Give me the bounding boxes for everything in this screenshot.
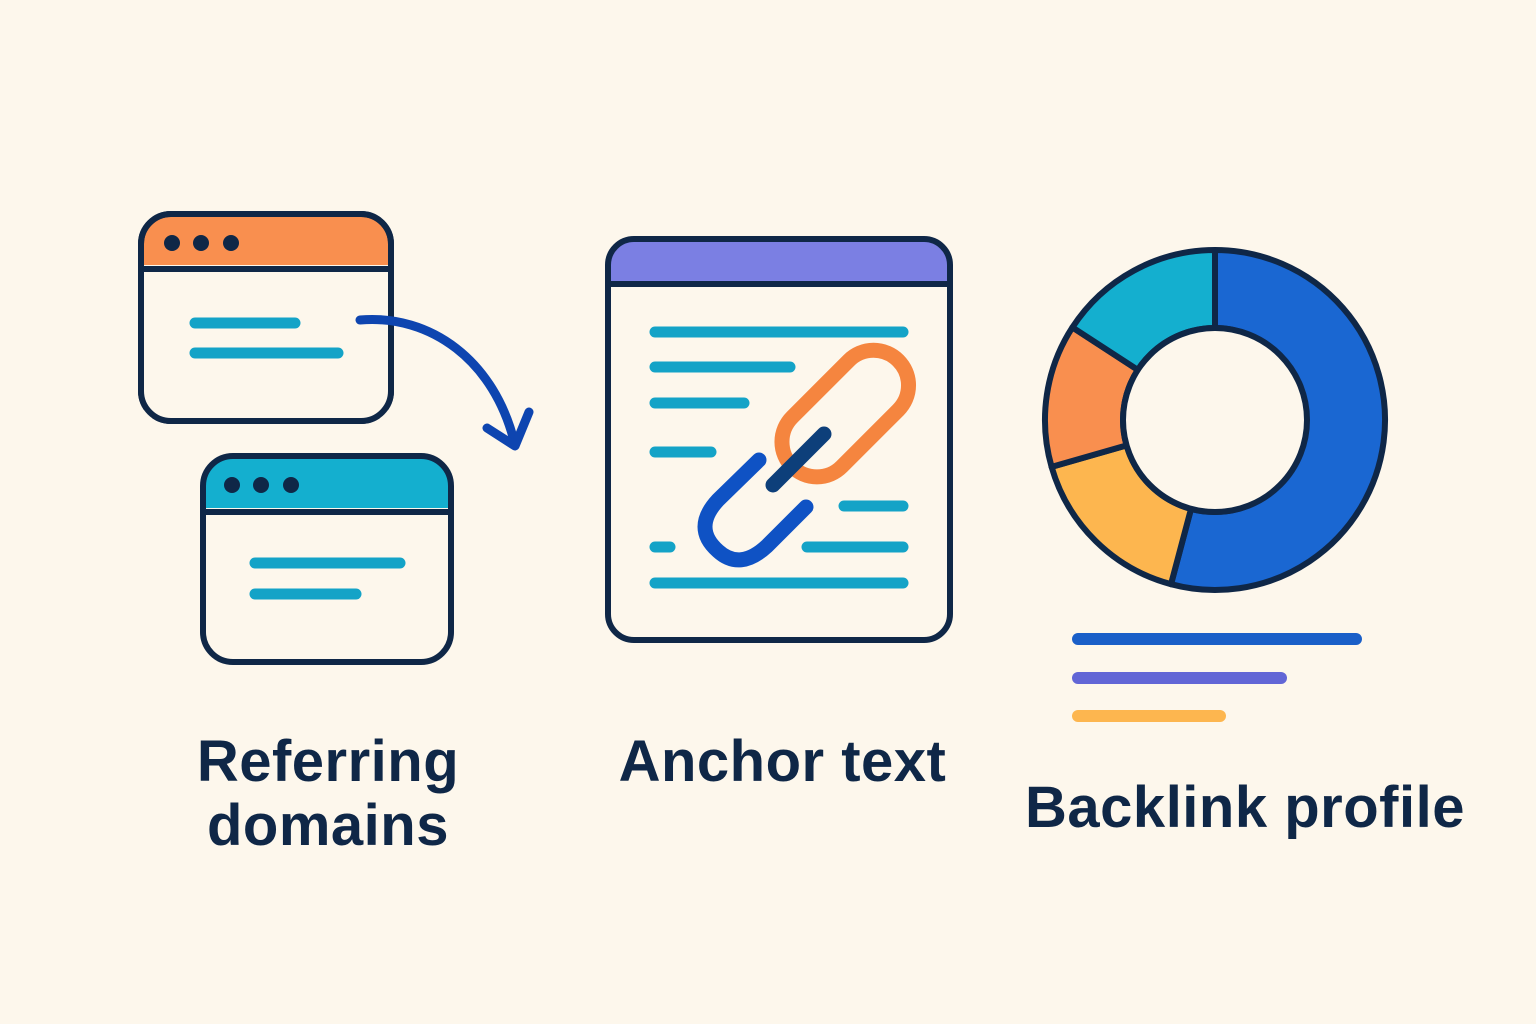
browser-window-teal-icon [200, 453, 454, 665]
referring-domains-label-line1: Referring [196, 729, 460, 794]
window-dot-icon [164, 235, 180, 251]
window-dot-icon [224, 477, 240, 493]
referring-domains-label-line2: domains [207, 793, 449, 858]
window-dot-icon [193, 235, 209, 251]
referring-domains-label: Referring domains [168, 730, 488, 858]
window-dot-icon [253, 477, 269, 493]
document-window-icon [605, 236, 953, 643]
window-dot-icon [223, 235, 239, 251]
legend-bars [1072, 633, 1362, 722]
window-dot-icon [283, 477, 299, 493]
backlink-profile-label: Backlink profile [1025, 775, 1465, 840]
chain-link-icon [697, 342, 917, 568]
anchor-text-label: Anchor text [618, 729, 947, 794]
browser-window-orange-icon [138, 211, 394, 424]
text-lines [649, 326, 909, 589]
curved-arrow-icon [355, 314, 534, 451]
donut-chart-icon [1042, 247, 1389, 593]
